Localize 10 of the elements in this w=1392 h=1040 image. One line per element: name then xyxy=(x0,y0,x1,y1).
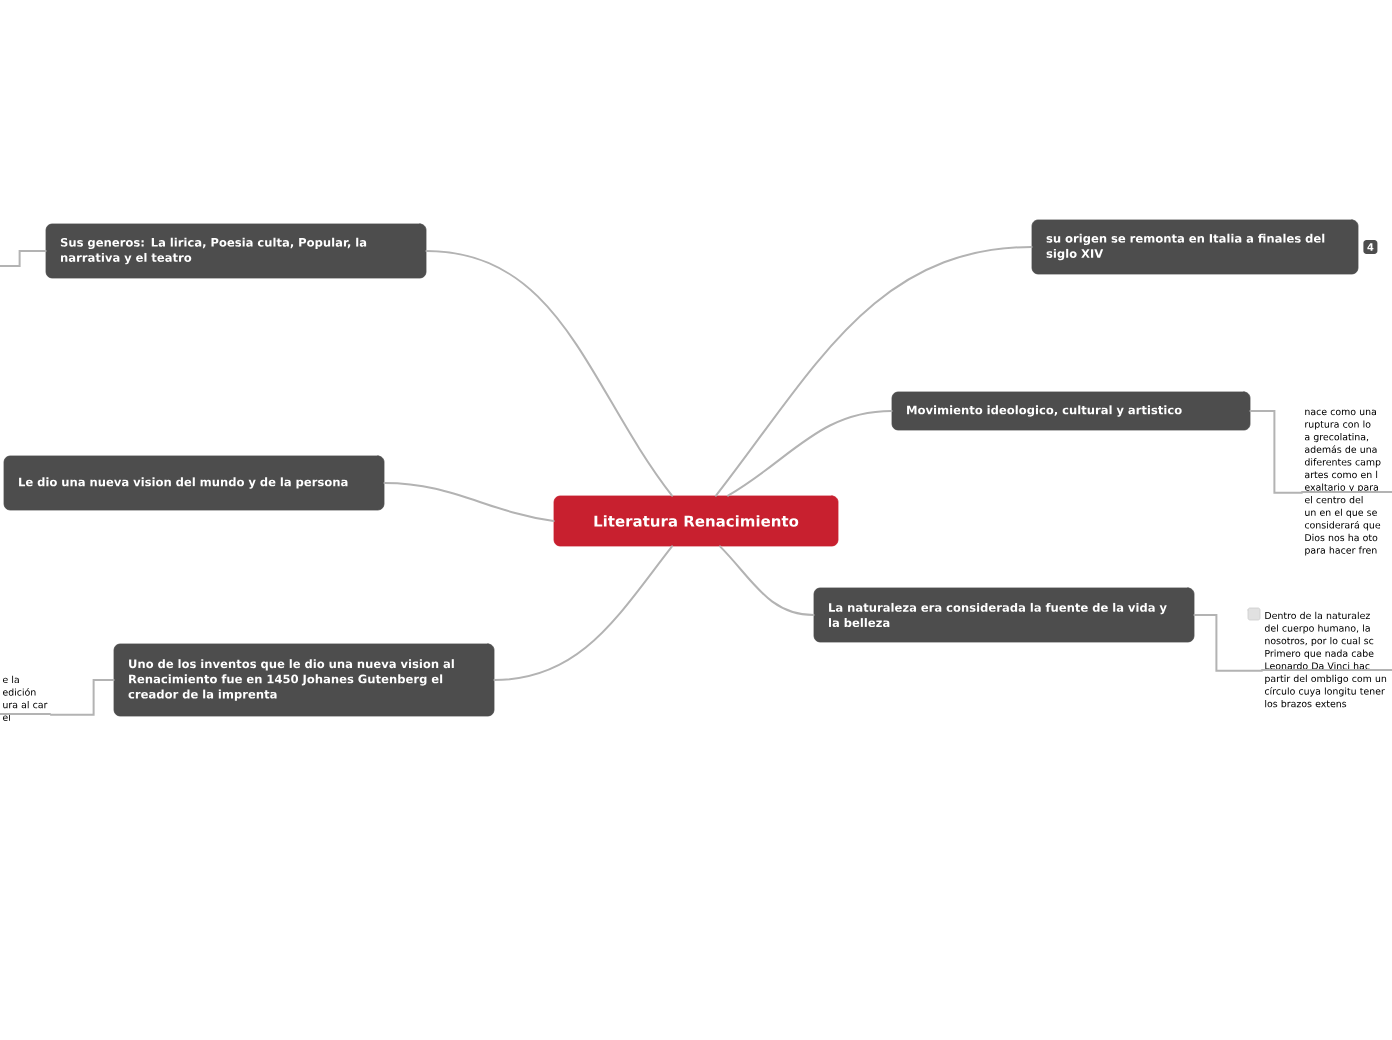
connector-line xyxy=(727,410,893,497)
connector-line xyxy=(49,679,115,716)
connector-line xyxy=(719,545,815,616)
connector-line xyxy=(383,482,555,522)
connector-line xyxy=(493,545,673,681)
connector-line xyxy=(1193,614,1263,672)
connector-line xyxy=(425,250,673,497)
connector-line xyxy=(1249,410,1303,494)
connector-line xyxy=(0,250,47,267)
connector-line xyxy=(715,246,1033,497)
